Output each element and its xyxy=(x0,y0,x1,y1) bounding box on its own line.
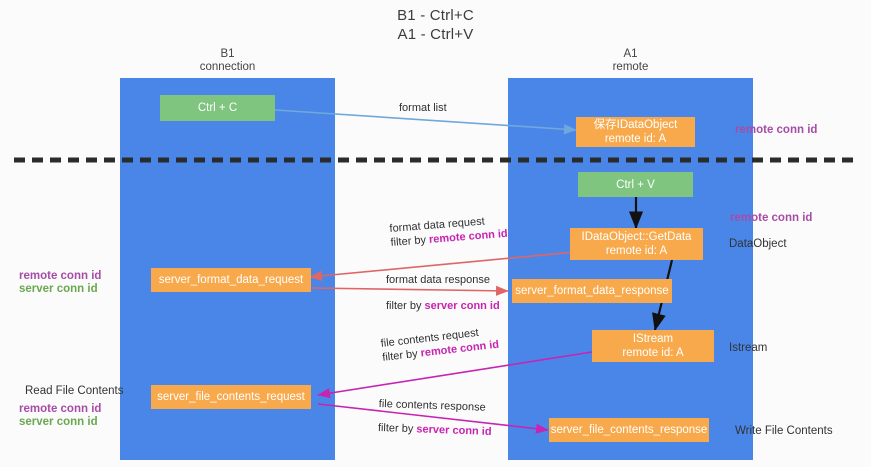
filter-prefix: filter by xyxy=(381,347,422,364)
side-label-server-conn-id-left-bottom: server conn id xyxy=(19,416,98,428)
page-title: B1 - Ctrl+C A1 - Ctrl+V xyxy=(0,6,871,44)
edge-label-file-contents-response-text: file contents response xyxy=(378,397,486,414)
node-getdata-title: IDataObject::GetData xyxy=(581,231,692,243)
side-label-remote-conn-id-left-bottom: remote conn id xyxy=(19,403,102,415)
lane-header-b1-role: connection xyxy=(199,61,256,73)
side-label-remote-conn-id-left-mid: remote conn id xyxy=(19,270,102,282)
node-server-file-contents-request-label: server_file_contents_request xyxy=(157,391,305,403)
lane-header-b1: B1 connection xyxy=(150,48,305,74)
node-server-format-data-request-label: server_format_data_request xyxy=(158,274,304,286)
node-server-file-contents-request[interactable]: server_file_contents_request xyxy=(151,385,311,409)
side-label-read-file-contents: Read File Contents xyxy=(25,385,124,397)
filter-prefix: filter by xyxy=(377,421,417,436)
node-istream[interactable]: IStream remote id: A xyxy=(592,330,714,362)
side-label-remote-conn-id-top: remote conn id xyxy=(735,124,818,136)
node-server-format-data-response-label: server_format_data_response xyxy=(515,285,669,297)
lane-header-b1-name: B1 xyxy=(220,48,235,60)
edge-label-file-contents-response: file contents response filter by server … xyxy=(378,397,493,439)
side-label-dataobject: DataObject xyxy=(729,238,787,250)
edge-label-format-data-request: format data request filter by remote con… xyxy=(389,213,508,250)
filter-prefix: filter by xyxy=(390,233,430,249)
node-server-format-data-request[interactable]: server_format_data_request xyxy=(151,268,311,292)
side-label-write-file-contents: Write File Contents xyxy=(735,425,833,437)
filter-prefix: filter by xyxy=(386,300,425,312)
node-store-idataobject-title: 保存IDataObject xyxy=(593,119,678,131)
node-server-file-contents-response-label: server_file_contents_response xyxy=(550,424,708,436)
node-server-file-contents-response[interactable]: server_file_contents_response xyxy=(549,418,709,442)
lane-header-a1-role: remote xyxy=(612,61,649,73)
phase-divider xyxy=(14,157,858,163)
lane-header-a1-name: A1 xyxy=(623,48,638,60)
edge-label-file-contents-request: file contents request filter by remote c… xyxy=(380,324,500,365)
title-line-1: B1 - Ctrl+C xyxy=(397,7,474,24)
node-getdata-subtitle: remote id: A xyxy=(605,245,668,257)
node-ctrl-c[interactable]: Ctrl + C xyxy=(160,95,275,121)
filter-key-server-conn-id: server conn id xyxy=(424,300,500,312)
edge-label-file-contents-response-filter: filter by server conn id xyxy=(378,421,492,439)
edge-label-format-list-text: format list xyxy=(399,102,447,114)
node-server-format-data-response[interactable]: server_format_data_response xyxy=(512,279,672,303)
filter-key-server-conn-id: server conn id xyxy=(416,423,492,438)
edge-label-format-data-response-text: format data response xyxy=(386,274,490,286)
node-ctrl-v[interactable]: Ctrl + V xyxy=(578,172,693,197)
title-line-2: A1 - Ctrl+V xyxy=(397,26,474,43)
node-istream-title: IStream xyxy=(632,333,674,345)
side-label-server-conn-id-left-mid: server conn id xyxy=(19,283,98,295)
side-label-remote-conn-id-mid: remote conn id xyxy=(730,212,813,224)
edge-label-format-data-response: format data response filter by server co… xyxy=(386,273,500,313)
node-store-idataobject[interactable]: 保存IDataObject remote id: A xyxy=(576,117,695,147)
node-istream-subtitle: remote id: A xyxy=(622,347,684,359)
node-ctrl-v-label: Ctrl + V xyxy=(616,178,655,191)
lane-header-a1: A1 remote xyxy=(553,48,708,74)
edge-label-format-list: format list xyxy=(399,101,447,115)
side-label-istream: Istream xyxy=(729,342,768,354)
node-ctrl-c-label: Ctrl + C xyxy=(197,102,238,114)
node-store-idataobject-subtitle: remote id: A xyxy=(604,133,667,145)
node-getdata[interactable]: IDataObject::GetData remote id: A xyxy=(570,228,703,260)
edge-label-format-data-response-filter: filter by server conn id xyxy=(386,299,500,313)
